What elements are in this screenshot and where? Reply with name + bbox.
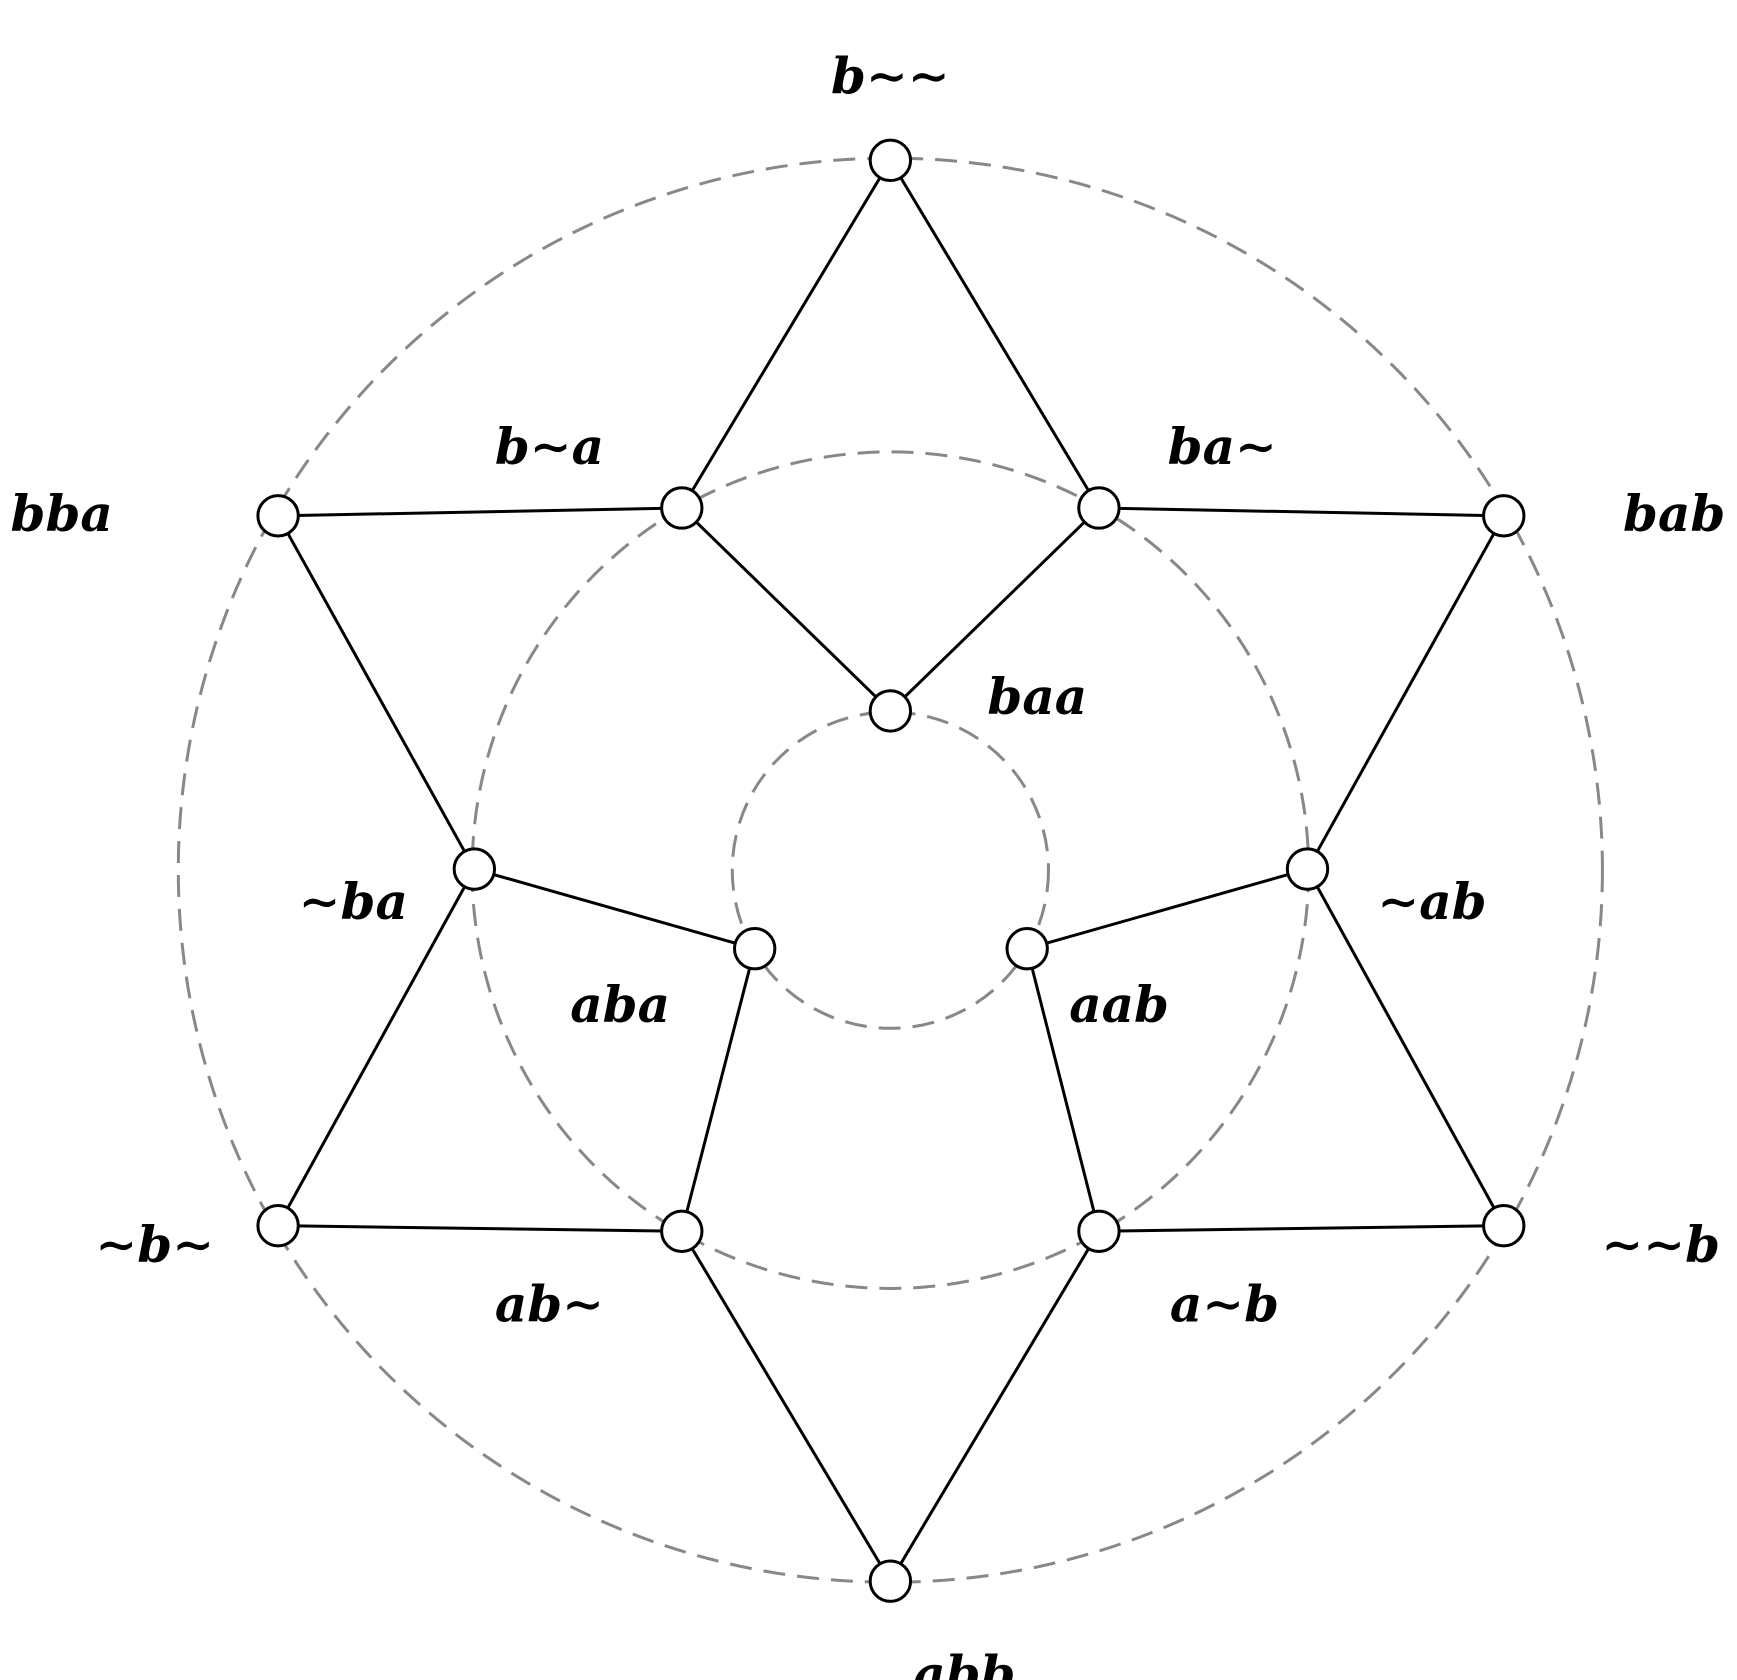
graph-nodes — [256, 138, 1526, 1603]
edge — [1098, 1224, 1504, 1233]
edge — [276, 868, 476, 1227]
node-label: ∼b∼ — [95, 1215, 214, 1274]
edge — [1026, 867, 1308, 951]
node-label: a∼b — [1170, 1275, 1279, 1334]
graph-edges — [276, 159, 1506, 1582]
edge — [680, 1230, 892, 1582]
node-circle — [868, 689, 913, 733]
node-circle — [660, 486, 704, 530]
node-label: ba∼ — [1168, 417, 1277, 476]
guide-circle-3 — [176, 156, 1604, 1584]
node-circle — [1482, 1203, 1526, 1248]
node-label: baa — [987, 667, 1087, 726]
node-label: b∼∼ — [831, 47, 950, 106]
edge — [278, 1224, 682, 1233]
node-circle — [1482, 494, 1526, 538]
guide-circle-1 — [730, 710, 1050, 1030]
edge — [1306, 868, 1506, 1227]
edge — [889, 159, 1101, 509]
node-circle — [660, 1209, 704, 1253]
edge — [276, 515, 476, 870]
node-circle — [256, 494, 300, 538]
edge — [473, 867, 756, 951]
node-label: bba — [11, 484, 113, 543]
edge — [1098, 506, 1504, 518]
node-label: b∼a — [495, 417, 604, 476]
edge — [680, 159, 892, 509]
node-label: abb — [913, 1645, 1015, 1680]
node-label: aab — [1069, 975, 1169, 1034]
node-circle — [256, 1203, 300, 1248]
edge — [680, 948, 757, 1232]
edge — [680, 506, 892, 713]
dashed-guide-circles — [176, 156, 1604, 1584]
node-circle — [1005, 926, 1049, 971]
node-label: ∼∼b — [1601, 1215, 1720, 1274]
node-label: ab∼ — [495, 1275, 604, 1334]
edge — [889, 1230, 1101, 1582]
node-circle — [732, 926, 777, 971]
node-circle — [1285, 847, 1330, 891]
node-circle — [1077, 1209, 1121, 1253]
node-label: aba — [570, 975, 670, 1034]
node-circle — [868, 1559, 913, 1603]
node-label: bab — [1623, 484, 1725, 543]
edge — [889, 506, 1100, 713]
node-label: ∼ab — [1377, 872, 1486, 931]
node-circle — [1077, 486, 1121, 530]
node-labels: b∼∼ b∼a ba∼ bba bab baa ∼ba ∼ab aba aab ∼b∼ ∼∼b ab∼ a… — [11, 47, 1726, 1680]
edge — [1025, 948, 1101, 1232]
edge — [278, 506, 682, 518]
node-label: ∼ba — [299, 872, 408, 931]
guide-circle-2 — [470, 450, 1311, 1290]
node-circle — [868, 138, 913, 183]
edge — [1306, 515, 1506, 870]
node-circle — [452, 847, 497, 891]
